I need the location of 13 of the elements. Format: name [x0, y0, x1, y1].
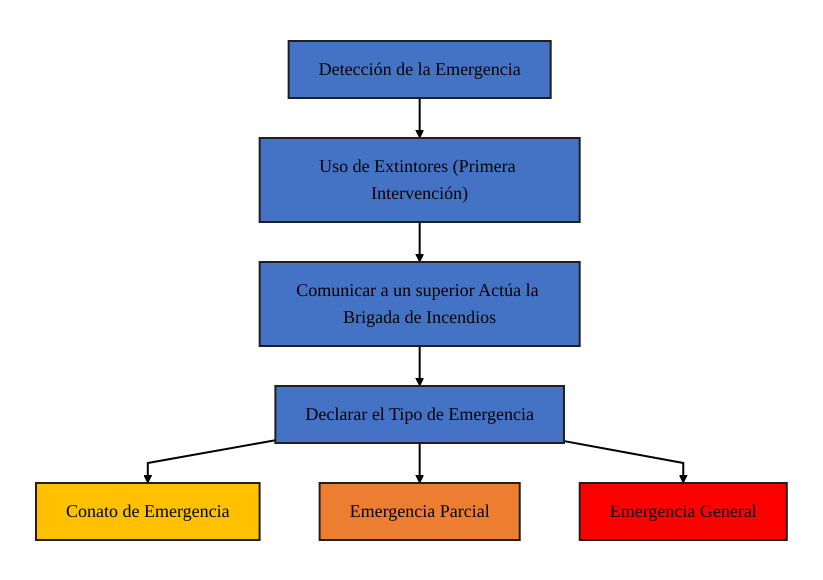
arrow: [415, 346, 424, 386]
node-box: Declarar el Tipo de Emergencia: [274, 384, 566, 444]
arrow: [415, 222, 424, 262]
node-box: Detección de la Emergencia: [288, 40, 552, 98]
node-box: Emergencia General: [578, 482, 788, 540]
arrow: [144, 438, 276, 483]
node-box: Emergencia Parcial: [318, 482, 521, 540]
node-box: Comunicar a un superior Actúa la Brigada de Incendios: [258, 260, 581, 346]
arrow: [415, 98, 424, 138]
node-box: Uso de Extintores (Primera Intervención): [258, 136, 581, 222]
arrow: [415, 442, 424, 483]
arrow: [564, 440, 688, 483]
node-box: Conato de Emergencia: [35, 482, 261, 540]
